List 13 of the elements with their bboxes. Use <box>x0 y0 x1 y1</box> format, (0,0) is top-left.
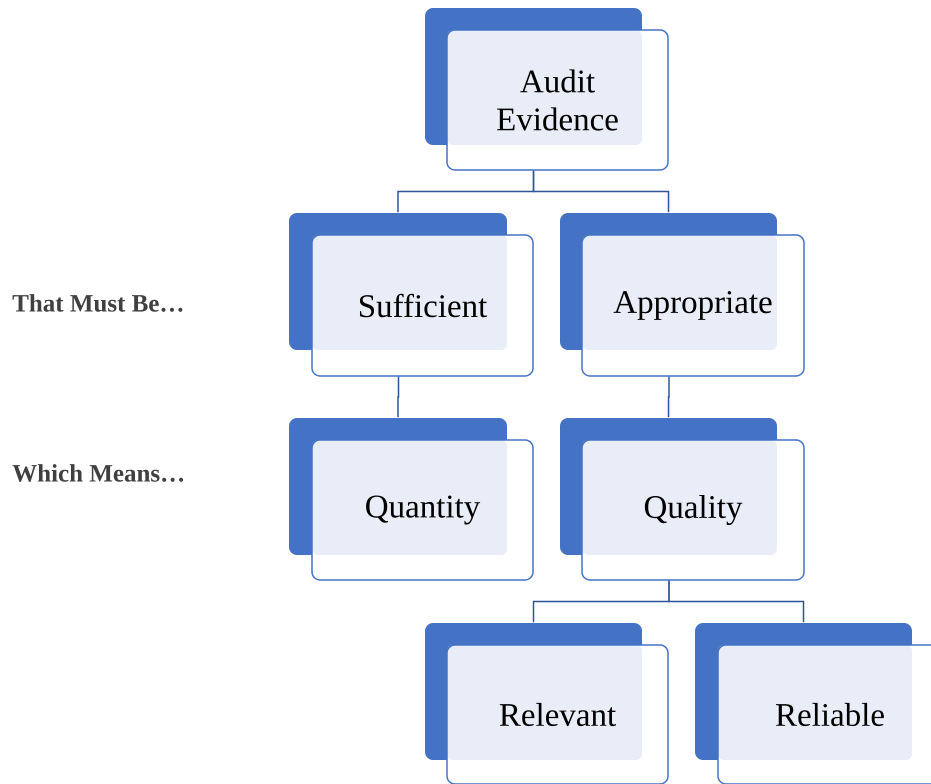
process-box: Sufficient <box>289 213 534 377</box>
process-box: Quantity <box>289 418 534 581</box>
connector-line <box>397 376 400 418</box>
process-box: Appropriate <box>560 213 805 377</box>
row-label: Which Means… <box>12 464 184 482</box>
process-box: Relevant <box>425 623 669 784</box>
connector-line <box>668 580 804 622</box>
process-box: Reliable <box>695 623 931 784</box>
process-box: Quality <box>560 418 805 581</box>
connector-line <box>532 170 670 212</box>
connector-line <box>668 376 670 418</box>
process-box: Audit Evidence <box>425 8 669 171</box>
row-label: That Must Be… <box>12 294 182 312</box>
